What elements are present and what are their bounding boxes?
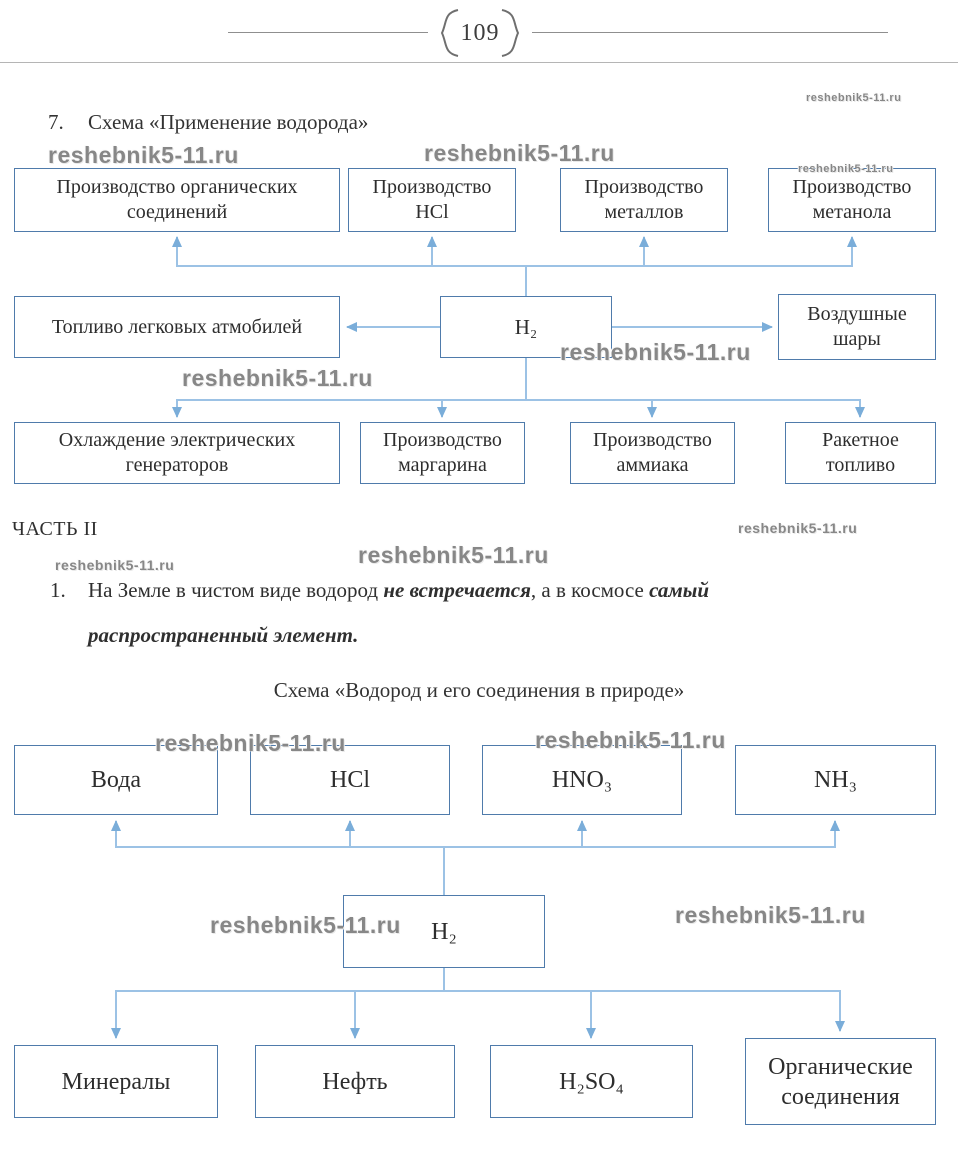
task7-number: 7. <box>48 110 64 134</box>
decorative-line-right <box>532 32 888 33</box>
task7-title: Схема «Применение водорода» <box>88 110 369 134</box>
d2-box-oil: Нефть <box>255 1045 455 1118</box>
d2-box-hcl: HCl <box>250 745 450 815</box>
diagram2-connector-arrows <box>111 820 845 1039</box>
task1-number: 1. <box>50 578 66 602</box>
watermark: reshebnik5-11.ru <box>155 730 346 756</box>
watermark: reshebnik5-11.ru <box>535 727 726 753</box>
diagram2-title: Схема «Водород и его соединения в природ… <box>273 678 685 702</box>
page-number-ornament: 109 <box>430 7 530 59</box>
d1-box-metals-production: Производство металлов <box>560 168 728 232</box>
d1-box-methanol-production: Производство метанола <box>768 168 936 232</box>
d2-box-h2: H₂ <box>343 895 545 968</box>
diagram-hydrogen-in-nature: Вода HCl HNO₃ NH₃ H₂ Минералы Нефть H₂SO… <box>14 745 936 1130</box>
diagram-hydrogen-applications: Производство органических соединений Про… <box>14 168 936 486</box>
part2-heading: ЧАСТЬ II <box>12 518 98 540</box>
d1-box-ammonia-production: Производство аммиака <box>570 422 735 484</box>
task1-text-line2: распространенный элемент. <box>88 623 359 647</box>
task1-text-bold2: самый <box>649 578 710 602</box>
watermark: reshebnik5-11.ru <box>55 557 175 573</box>
task1-text-line1: 1. На Земле в чистом виде водород не встр… <box>50 578 709 603</box>
d2-box-water: Вода <box>14 745 218 815</box>
watermark: reshebnik5-11.ru <box>182 365 373 391</box>
d1-box-rocket-fuel: Ракетное топливо <box>785 422 936 484</box>
d1-box-hcl-production: Производство HCl <box>348 168 516 232</box>
task7-heading: 7. Схема «Применение водорода» <box>48 110 368 135</box>
watermark: reshebnik5-11.ru <box>48 142 239 168</box>
d1-box-generator-cooling: Охлаждение электрических генераторов <box>14 422 340 484</box>
d1-box-balloons: Воздушные шары <box>778 294 936 360</box>
task1-text-normal2: , а в космосе <box>530 578 650 602</box>
watermark: reshebnik5-11.ru <box>424 140 615 166</box>
d1-box-margarine-production: Производство маргарина <box>360 422 525 484</box>
diagram1-connector-arrows <box>172 236 865 418</box>
bracket-ornament-icon <box>440 9 520 57</box>
watermark: reshebnik5-11.ru <box>560 339 751 365</box>
header-rule <box>0 62 958 63</box>
decorative-line-left <box>228 32 428 33</box>
watermark: reshebnik5-11.ru <box>675 902 866 928</box>
task1-text-bold1: не встречается <box>383 578 531 602</box>
watermark: reshebnik5-11.ru <box>806 92 902 104</box>
d1-box-organic-compounds: Производство органических соединений <box>14 168 340 232</box>
d1-box-car-fuel: Топливо легковых атмобилей <box>14 296 340 358</box>
d1-box-h2: H₂ <box>440 296 612 358</box>
d2-box-h2so4: H₂SO₄ <box>490 1045 693 1118</box>
d2-box-nh3: NH₃ <box>735 745 936 815</box>
task1-text-normal1: На Земле в чистом виде водород <box>88 578 384 602</box>
d2-box-organic-compounds: Органические соединения <box>745 1038 936 1125</box>
watermark: reshebnik5-11.ru <box>210 912 401 938</box>
watermark: reshebnik5-11.ru <box>738 520 858 536</box>
watermark: reshebnik5-11.ru <box>358 542 549 568</box>
d2-box-hno3: HNO₃ <box>482 745 682 815</box>
d2-box-minerals: Минералы <box>14 1045 218 1118</box>
page-number: 109 <box>460 19 500 46</box>
watermark: reshebnik5-11.ru <box>798 163 894 175</box>
